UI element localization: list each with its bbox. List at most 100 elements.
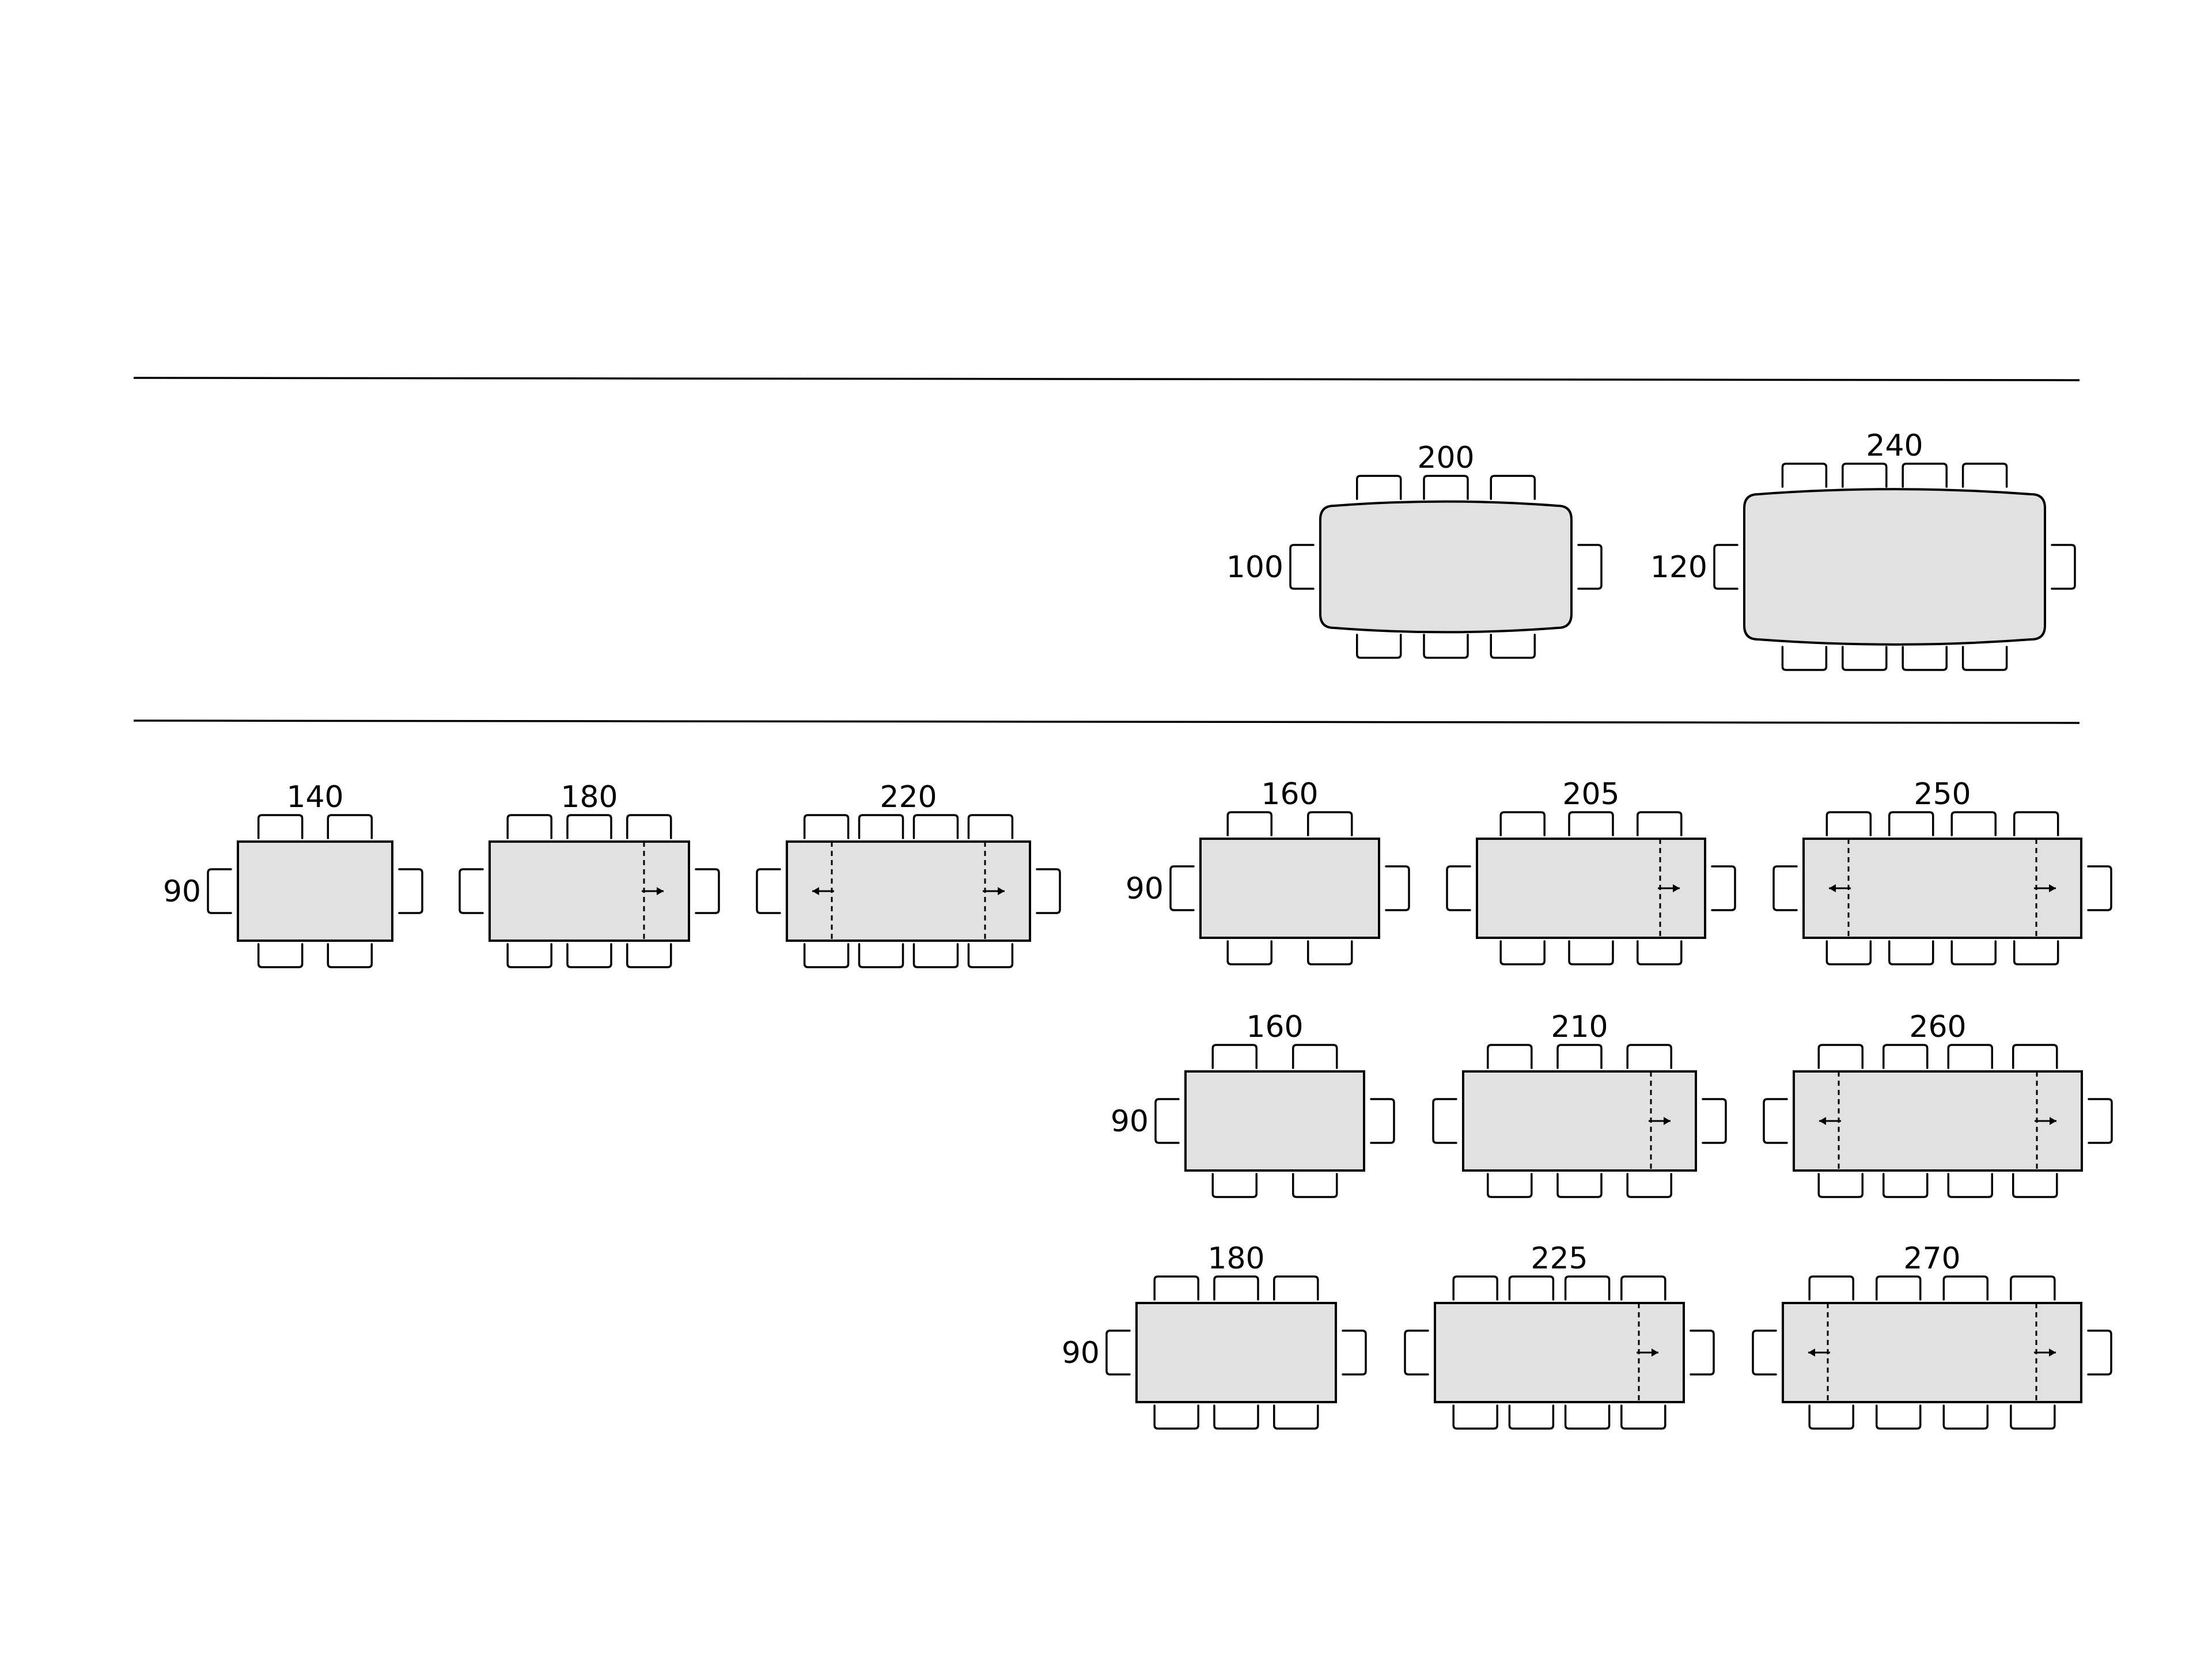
chair-icon [1950,811,1997,836]
chair-icon [1947,1173,1993,1198]
chair-icon [1487,1173,1533,1198]
chair-icon [1490,475,1536,500]
table-rect-180-ext: 180 [459,780,720,968]
chair-icon [1781,463,1828,488]
width-label: 140 [286,780,343,815]
extension-arrow-right-icon [1658,884,1680,892]
extension-arrow-right-icon [2034,884,2056,892]
chair-icon [1620,1404,1666,1430]
chair-icon [1568,811,1614,836]
chair-icon [1902,646,1948,671]
chair-icon [1105,1330,1131,1376]
chair-icon [566,814,612,839]
chair-icon [1577,544,1603,590]
chair-icon [1902,463,1948,488]
chair-icon [1211,1044,1257,1069]
chair-icon [1273,1275,1319,1301]
tabletop [1184,1070,1365,1172]
chair-icon [2010,1404,2056,1430]
tabletop [1793,1070,2083,1172]
tabletop [1319,500,1573,634]
chair-icon [1211,1173,1257,1198]
chair-icon [1452,1404,1498,1430]
chair-icon [1342,1330,1367,1376]
chair-icon [1564,1275,1611,1301]
chair-icon [2088,1098,2113,1144]
chair-icon [459,868,484,914]
chair-icon [1763,1098,1788,1144]
extension-arrow-left-icon [1808,1349,1830,1357]
chair-icon [626,814,672,839]
chair-icon [1169,865,1195,911]
chair-icon [756,868,781,914]
chair-icon [2051,544,2076,590]
chair-icon [912,943,959,968]
chair-icon [1883,1173,1929,1198]
chair-icon [1947,1044,1993,1069]
tabletop [1135,1302,1337,1403]
table-oval-200: 200 100 [1226,441,1603,659]
chair-icon [967,814,1014,839]
chair-icon [1637,811,1683,836]
chair-icon [1875,1404,1922,1430]
depth-label: 100 [1226,550,1283,585]
chair-icon [1888,811,1934,836]
table-rect-205-ext: 205 [1446,777,1736,965]
chair-icon [1817,1044,1863,1069]
chair-icon [967,943,1014,968]
chair-icon [1370,1098,1395,1144]
chair-icon [1752,1330,1777,1376]
chair-icon [1637,940,1683,965]
width-label: 210 [1551,1010,1608,1044]
chair-icon [1713,544,1738,590]
chair-icon [1292,1044,1338,1069]
chair-icon [626,943,672,968]
chair-icon [1950,940,1997,965]
width-label: 200 [1417,441,1474,475]
table-rect-260-ext: 260 [1763,1010,2113,1198]
chair-icon [1961,646,2008,671]
chair-icon [912,814,959,839]
table-rect-140: 140 90 [163,780,423,968]
chair-icon [1817,1173,1863,1198]
chair-icon [257,814,304,839]
chair-icon [1423,475,1469,500]
table-rect-225-ext: 225 [1404,1241,1715,1430]
extension-arrow-right-icon [2034,1349,2056,1357]
table-rect-270-ext: 270 [1752,1241,2112,1430]
chair-icon [1154,1098,1180,1144]
width-label: 270 [1903,1241,1960,1276]
width-label: 180 [1207,1241,1264,1276]
dividers [133,377,2080,724]
chair-icon [1842,646,1888,671]
depth-label: 90 [1062,1336,1100,1370]
chair-icon [803,943,850,968]
chair-icon [1508,1404,1555,1430]
chair-icon [398,868,423,914]
chair-icon [1690,1330,1715,1376]
tabletop [1743,488,2046,646]
chair-icon [1499,811,1546,836]
chair-icon [566,943,612,968]
chair-icon [1355,634,1402,659]
extension-arrow-right-icon [642,887,664,895]
chair-icon [1153,1275,1199,1301]
chair-icon [1508,1275,1555,1301]
chair-icon [1772,865,1798,911]
width-label: 160 [1246,1010,1303,1044]
chair-icon [1620,1275,1666,1301]
depth-label: 90 [163,874,201,909]
chair-icon [803,814,850,839]
chair-icon [1875,1275,1922,1301]
chair-icon [1226,940,1272,965]
chair-icon [858,814,904,839]
chair-icon [1446,865,1471,911]
middle-divider [133,719,2080,724]
chair-icon [1307,940,1353,965]
chair-icon [1781,646,1828,671]
chair-icon [2012,1173,2058,1198]
chair-icon [1702,1098,1727,1144]
width-label: 205 [1562,777,1619,812]
top-divider [133,377,2080,381]
depth-label: 90 [1126,872,1164,906]
